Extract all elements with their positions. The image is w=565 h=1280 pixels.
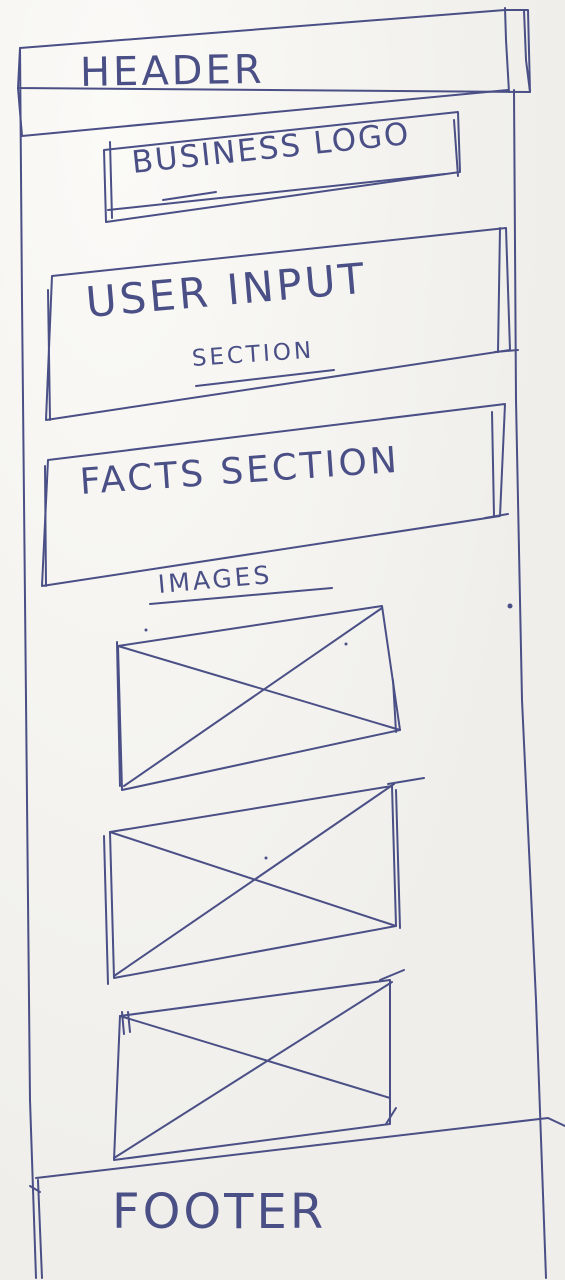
- page-left-edge: [19, 47, 37, 1279]
- image-placeholder-3: [113, 979, 391, 1161]
- business-logo-box: [103, 111, 461, 223]
- page-right-edge: [513, 89, 547, 1279]
- image-placeholder-1: [117, 605, 401, 791]
- header-box: [17, 9, 531, 93]
- header-label: HEADER: [79, 46, 265, 96]
- footer-label: FOOTER: [112, 1184, 327, 1240]
- footer-box: [35, 1117, 565, 1179]
